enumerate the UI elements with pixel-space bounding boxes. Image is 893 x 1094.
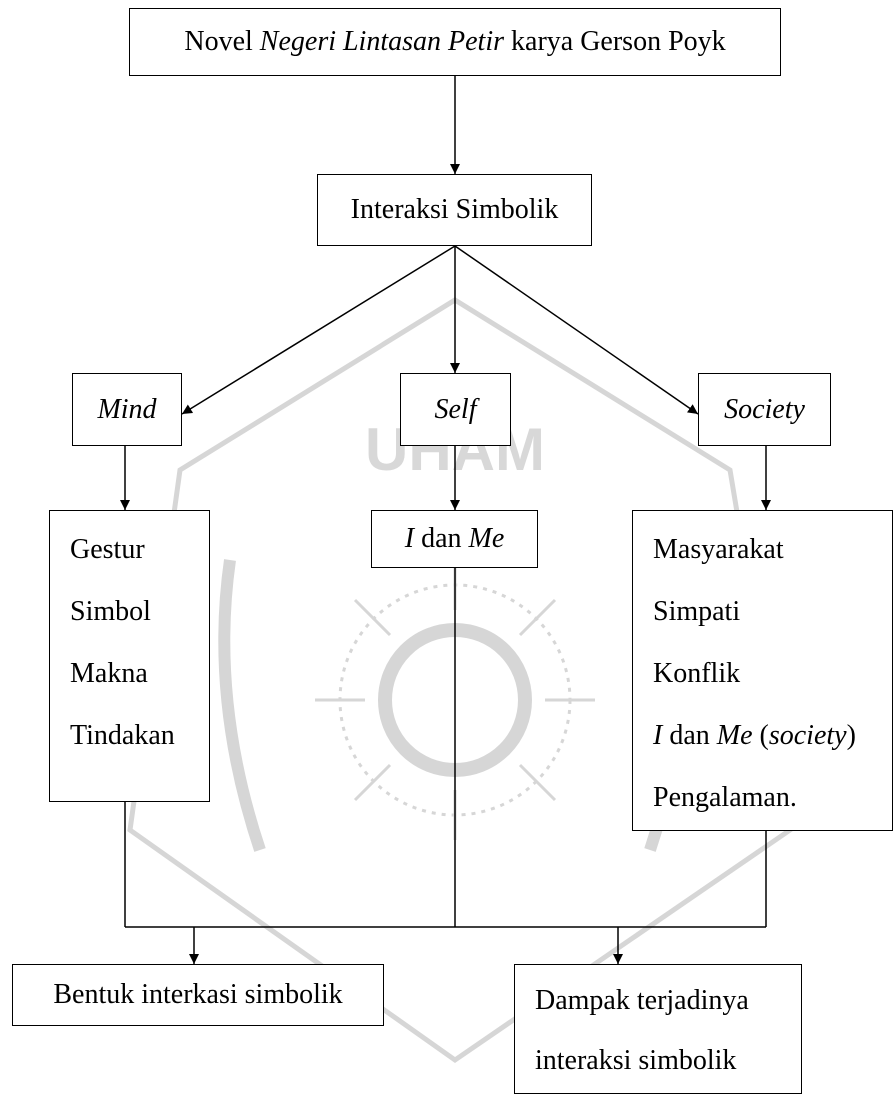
bentuk-label: Bentuk interkasi simbolik [53,979,343,1010]
society-items-box: Masyarakat Simpati Konflik I dan Me (soc… [632,510,893,831]
interaksi-label: Interaksi Simbolik [350,194,559,225]
mind-label: Mind [97,393,157,425]
society-society-label: society [768,720,847,751]
society-item-masyarakat: Masyarakat [653,534,784,565]
novel-title: Negeri Lintasan Petir [259,26,505,57]
arrow-interaksi-to-mind [181,245,456,415]
bentuk-box: Bentuk interkasi simbolik [12,964,384,1026]
society-label: Society [724,393,805,425]
dan-label: dan [414,523,469,554]
mind-item-simbol: Simbol [70,596,151,627]
society-i-label: I [653,720,663,751]
novel-prefix: Novel [184,26,260,57]
i-dan-me-box: I dan Me [371,510,538,568]
mind-box: Mind [72,373,182,446]
society-open-paren: ( [752,720,769,751]
arrow-interaksi-to-society [454,245,699,415]
mind-items-box: Gestur Simbol Makna Tindakan [49,510,210,802]
self-label: Self [434,393,477,425]
dampak-line1: Dampak terjadinya [535,985,749,1016]
society-item-i-dan-me: I dan Me (society) [653,722,856,750]
interaksi-simbolik-box: Interaksi Simbolik [317,174,592,246]
self-box: Self [400,373,511,446]
i-label: I [404,523,415,554]
novel-title-box: Novel Negeri Lintasan Petir karya Gerson… [129,8,781,76]
mind-item-makna: Makna [70,658,148,689]
society-close-paren: ) [846,720,856,751]
i-dan-me-text: I dan Me [405,525,505,553]
society-item-pengalaman: Pengalaman. [653,782,797,813]
dampak-line2: interaksi simbolik [535,1045,737,1076]
me-label: Me [468,523,505,554]
society-box: Society [698,373,831,446]
mind-item-tindakan: Tindakan [70,720,175,751]
society-dan-label: dan [662,720,717,751]
mind-item-gestur: Gestur [70,534,145,565]
society-item-simpati: Simpati [653,596,741,627]
society-item-konflik: Konflik [653,658,741,689]
society-me-label: Me [716,720,753,751]
dampak-box: Dampak terjadinya interaksi simbolik [514,964,802,1094]
novel-suffix: karya Gerson Poyk [504,26,726,57]
